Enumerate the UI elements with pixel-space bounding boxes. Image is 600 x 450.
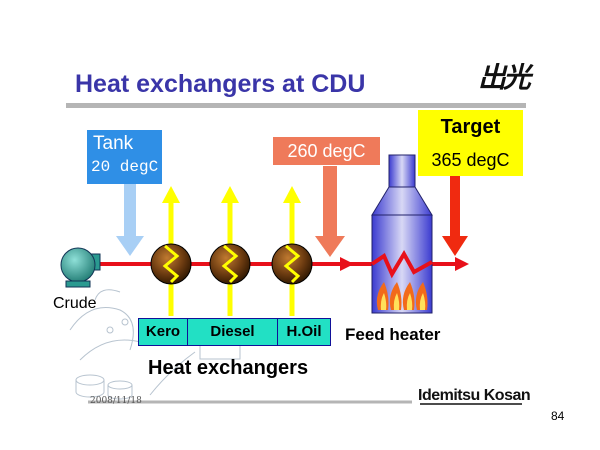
heat-exchanger-icon bbox=[150, 186, 192, 316]
exchanger-label-hoil: H.Oil bbox=[277, 318, 331, 346]
tank-temperature: 20 degC bbox=[91, 158, 159, 176]
flow-arrowhead bbox=[340, 257, 354, 271]
title-underline bbox=[66, 103, 526, 108]
tank-feed-arrow bbox=[116, 184, 144, 256]
flame-icon bbox=[376, 282, 428, 310]
slide-title: Heat exchangers at CDU bbox=[75, 70, 366, 98]
tank-box: Tank 20 degC bbox=[87, 130, 162, 184]
target-label: Target bbox=[440, 116, 501, 138]
target-temperature-arrow bbox=[442, 176, 468, 256]
flow-arrowhead-end bbox=[455, 257, 469, 271]
feed-heater-label: Feed heater bbox=[345, 325, 441, 344]
furnace-icon bbox=[370, 154, 433, 314]
heat-exchangers-caption: Heat exchangers bbox=[148, 357, 309, 379]
company-name: Idemitsu Kosan bbox=[418, 387, 531, 404]
heat-exchanger-icon bbox=[271, 186, 313, 316]
heat-exchanger-icon bbox=[209, 186, 251, 316]
target-temperature: 365 degC bbox=[431, 150, 510, 170]
idemitsu-logo-mark: 出光 bbox=[478, 61, 531, 94]
tank-label: Tank bbox=[93, 133, 134, 154]
pump-icon bbox=[60, 247, 101, 288]
preheat-temperature-arrow bbox=[315, 166, 345, 257]
preheat-temperature-box: 260 degC bbox=[273, 137, 380, 165]
exchanger-label-diesel: Diesel bbox=[187, 318, 278, 346]
target-box: Target 365 degC bbox=[418, 110, 523, 176]
page-number: 84 bbox=[551, 409, 565, 423]
footer-date: 2008/11/18 bbox=[90, 396, 142, 406]
exchanger-label-kero: Kero bbox=[138, 318, 188, 346]
crude-label: Crude bbox=[53, 295, 97, 312]
